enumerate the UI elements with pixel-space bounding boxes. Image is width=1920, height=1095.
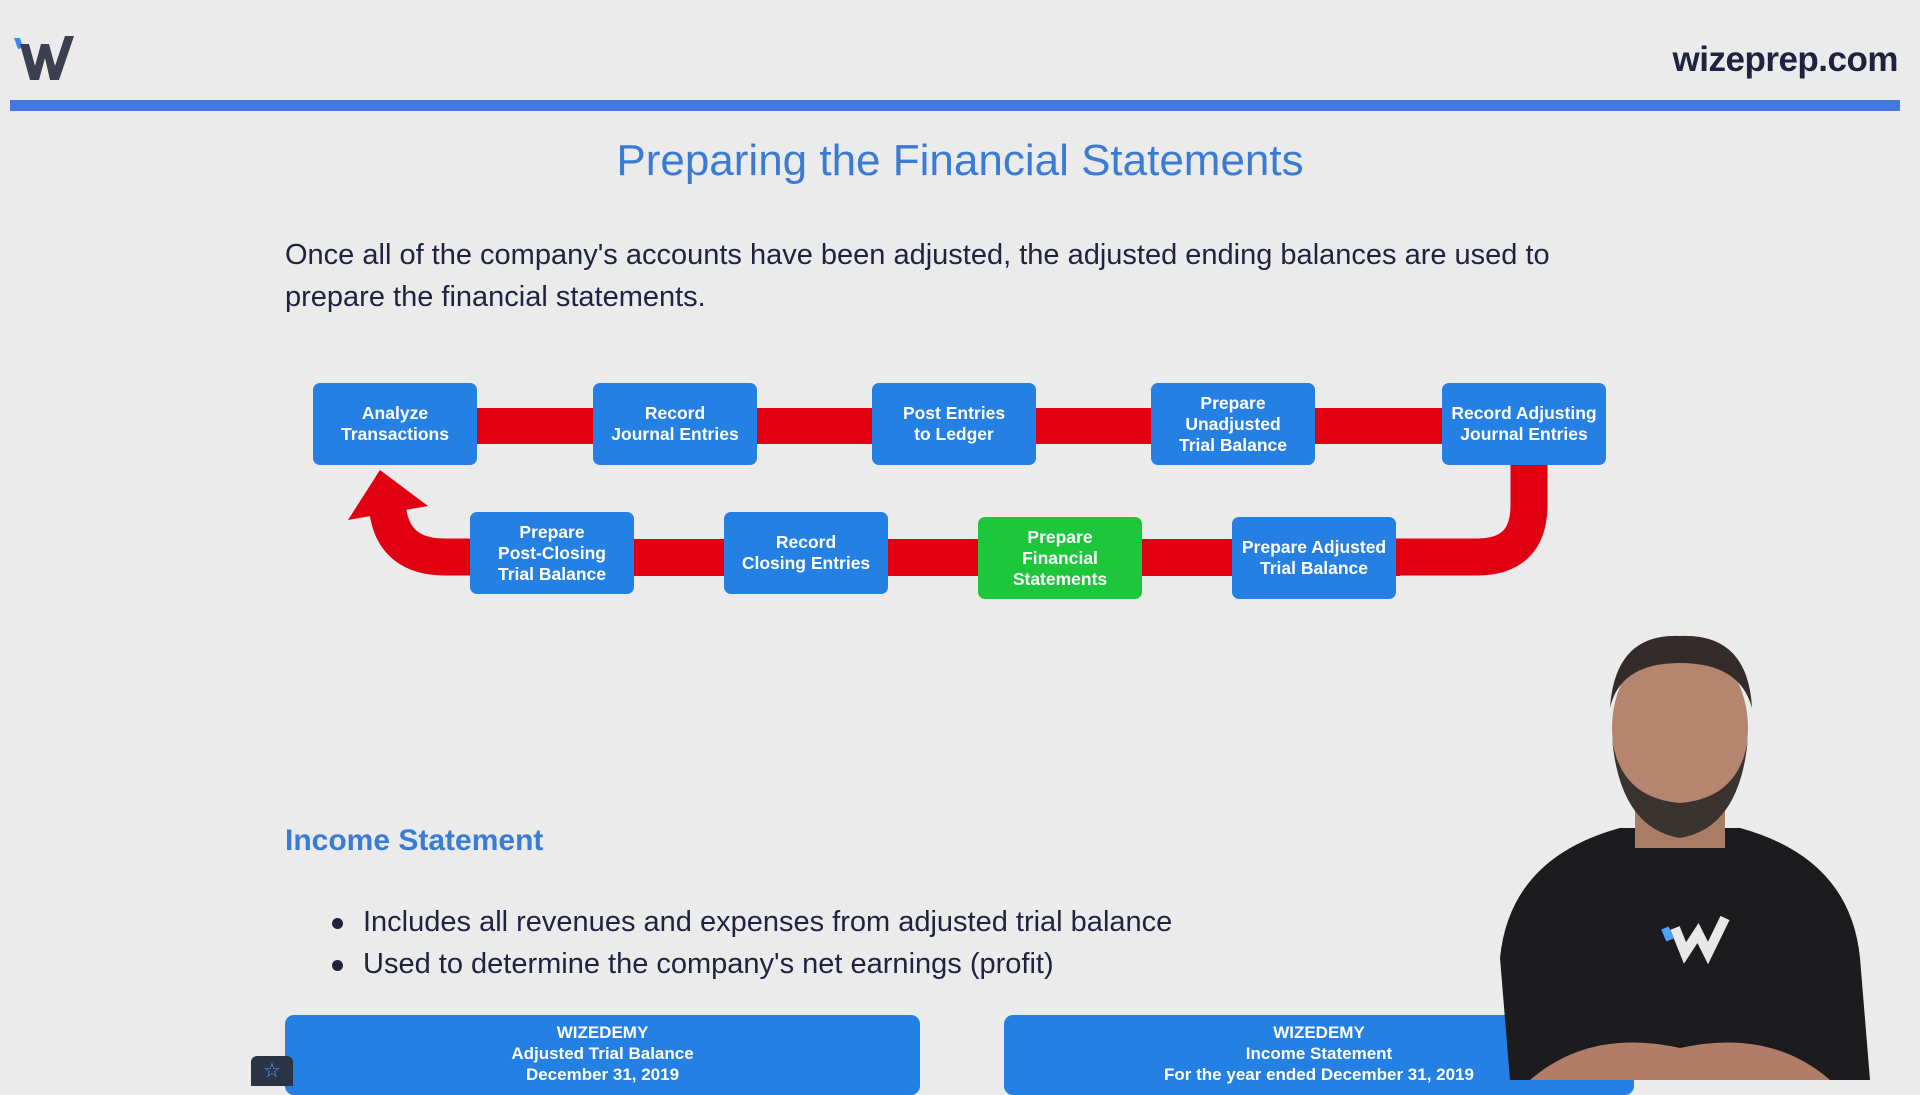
card-company: WIZEDEMY <box>556 1023 649 1042</box>
card-date: December 31, 2019 <box>525 1065 680 1084</box>
step-record-adjusting-entries: Record Adjusting Journal Entries <box>1442 383 1606 465</box>
step-record-closing-entries: Record Closing Entries <box>724 512 888 594</box>
bullet-text: Includes all revenues and expenses from … <box>363 906 1173 938</box>
step-prepare-unadjusted-trial-balance: Prepare Unadjusted Trial Balance <box>1151 383 1315 465</box>
bullet-item: Includes all revenues and expenses from … <box>332 906 1172 939</box>
step-post-entries-to-ledger: Post Entries to Ledger <box>872 383 1036 465</box>
return-arrow <box>369 508 480 576</box>
header-divider <box>10 100 1900 111</box>
step-prepare-post-closing-trial-balance: Prepare Post-Closing Trial Balance <box>470 512 634 594</box>
step-record-journal-entries: Record Journal Entries <box>593 383 757 465</box>
bullet-dot <box>332 959 343 971</box>
card-title: Adjusted Trial Balance <box>511 1044 694 1063</box>
section-heading: Income Statement <box>285 824 544 857</box>
page-title: Preparing the Financial Statements <box>616 136 1304 185</box>
bullet-dot <box>332 917 343 929</box>
wizeprep-logo <box>14 36 74 80</box>
card-date: For the year ended December 31, 2019 <box>1164 1065 1474 1084</box>
card-title: Income Statement <box>1245 1044 1393 1063</box>
bullet-item: Used to determine the company's net earn… <box>332 948 1054 981</box>
bullet-text: Used to determine the company's net earn… <box>363 948 1054 980</box>
presenter-video <box>1500 635 1870 1080</box>
intro-paragraph: Once all of the company's accounts have … <box>285 239 1550 313</box>
step-analyze-transactions: Analyze Transactions <box>313 383 477 465</box>
card-company: WIZEDEMY <box>1273 1023 1365 1042</box>
site-name: wizeprep.com <box>1672 40 1899 79</box>
right-turn-arrow <box>1390 460 1548 576</box>
adjusted-trial-balance-card: WIZEDEMY Adjusted Trial Balance December… <box>285 1015 920 1095</box>
accounting-cycle-arrows <box>348 408 1548 576</box>
step-prepare-adjusted-trial-balance: Prepare Adjusted Trial Balance <box>1232 517 1396 599</box>
return-arrowhead <box>348 470 428 520</box>
star-icon[interactable]: ☆ <box>251 1056 293 1086</box>
step-prepare-financial-statements: Prepare Financial Statements <box>978 517 1142 599</box>
